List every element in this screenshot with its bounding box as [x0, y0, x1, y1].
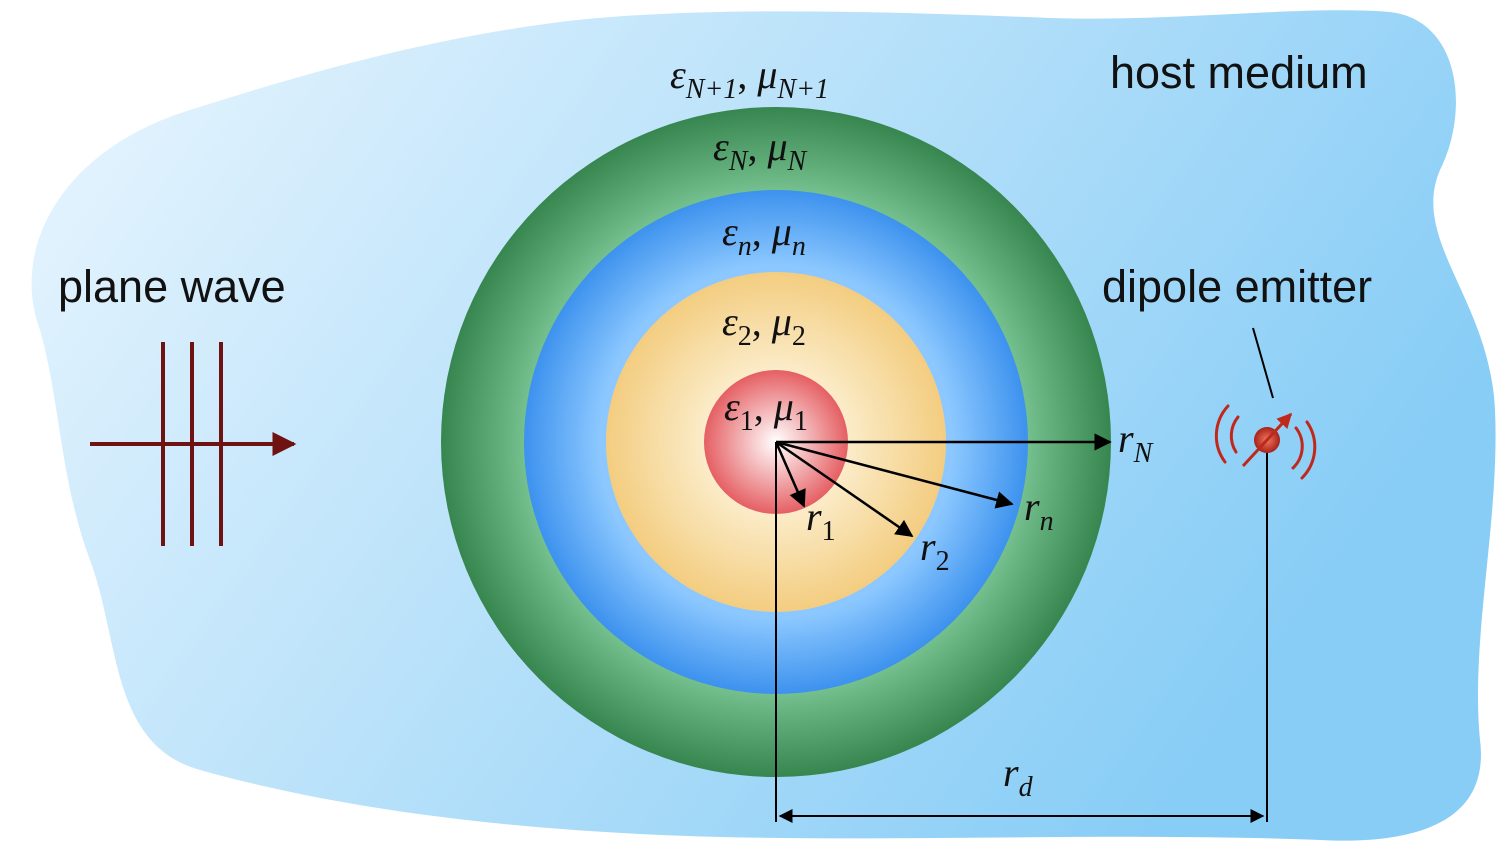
dipole-emitter-icon — [1214, 404, 1317, 480]
dipole-moment-arrow — [1241, 412, 1293, 468]
rn-arrow — [775, 440, 1014, 509]
dipole-emitter-label: dipole emitter — [1102, 261, 1372, 312]
host-medium-label: host medium — [1110, 47, 1368, 98]
dipole-pointer-line — [1252, 327, 1274, 399]
host-layer-label: εN+1, μN+1 — [670, 52, 829, 105]
core-layer-label: ε1, μ1 — [724, 384, 808, 437]
plane-wave-symbol — [90, 342, 297, 546]
r2-label: r2 — [920, 524, 950, 577]
emission-waves-icon — [1214, 404, 1317, 480]
second-layer-label: ε2, μ2 — [722, 299, 806, 352]
outer-layer-label: εN, μN — [713, 124, 808, 177]
dipole-distance-guide — [775, 440, 1268, 823]
radius-arrows — [774, 433, 1112, 538]
plane-wave-label: plane wave — [58, 261, 286, 312]
r1-label: r1 — [806, 494, 836, 547]
r2-arrow — [775, 440, 914, 538]
rd-label: rd — [1003, 750, 1034, 803]
rN-label: rN — [1118, 416, 1154, 469]
nth-layer-label: εn, μn — [722, 209, 806, 262]
r1-arrow — [774, 441, 806, 508]
rn-label: rn — [1024, 484, 1054, 537]
